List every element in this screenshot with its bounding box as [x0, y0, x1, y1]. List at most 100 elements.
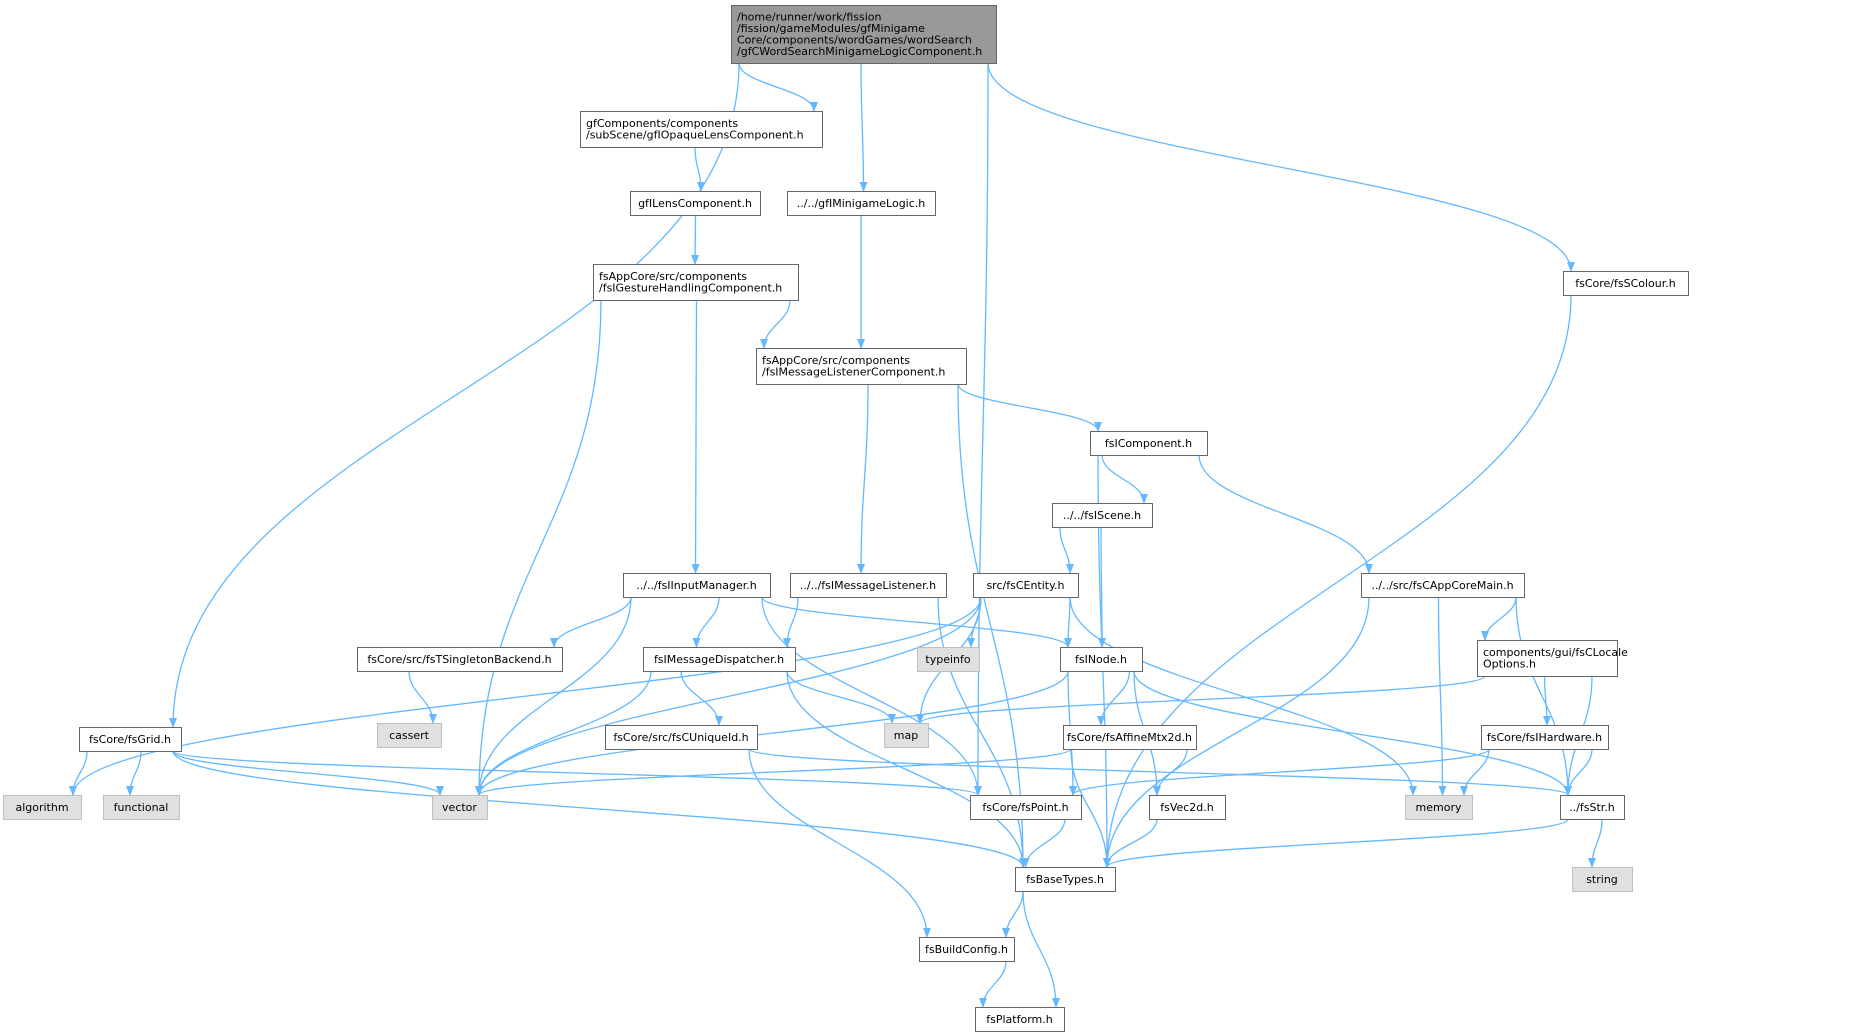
node-root[interactable]: /home/runner/work/fission/fission/gameMo…: [731, 5, 997, 64]
node-lens[interactable]: gfILensComponent.h: [630, 191, 761, 216]
edge-centity-to-inode: [1064, 596, 1073, 648]
node-platform[interactable]: fsPlatform.h: [975, 1007, 1065, 1032]
edge-str-to-basetypes: [1103, 818, 1569, 868]
node-msg_dispatcher[interactable]: fsIMessageDispatcher.h: [643, 647, 796, 672]
edge-grid-to-algorithm: [69, 750, 88, 796]
node-buildconfig[interactable]: fsBuildConfig.h: [919, 937, 1015, 962]
node-box: [917, 647, 980, 672]
node-label: fsAppCore/src/components: [762, 354, 910, 367]
edge-uniqueid-to-str: [748, 748, 1572, 796]
edge-input_manager-to-inode: [761, 596, 1072, 648]
edge-opaque_lens-to-lens: [694, 146, 705, 192]
node-minigame_logic[interactable]: ../../gfIMinigameLogic.h: [787, 191, 936, 216]
node-box: [580, 111, 823, 148]
edge-inode-to-affine: [1097, 670, 1131, 726]
node-map: map: [884, 723, 929, 748]
node-box: [432, 795, 488, 820]
node-msg_listener[interactable]: ../../fsIMessageListener.h: [790, 573, 947, 598]
node-label: gfILensComponent.h: [638, 197, 752, 210]
node-memory: memory: [1405, 795, 1473, 820]
edge-icomponent-to-iscene: [1101, 454, 1148, 504]
node-label: fsCore/src/fsCUniqueId.h: [613, 731, 748, 744]
node-string: string: [1572, 867, 1633, 892]
edge-str-to-string: [1588, 818, 1603, 868]
node-label: /fsIGestureHandlingComponent.h: [599, 282, 782, 295]
node-msg_listener_comp[interactable]: fsAppCore/src/components/fsIMessageListe…: [756, 348, 967, 385]
edge-icomponent-to-appcoremain: [1198, 454, 1373, 574]
node-affine[interactable]: fsCore/fsAffineMtx2d.h: [1063, 725, 1197, 750]
edge-grid-to-functional: [126, 750, 142, 796]
edge-input_manager-to-vector: [475, 596, 632, 796]
node-appcoremain[interactable]: ../../src/fsCAppCoreMain.h: [1361, 573, 1525, 598]
edge-appcoremain-to-memory: [1437, 596, 1447, 796]
node-box: [1052, 503, 1153, 528]
edge-centity-to-vector: [475, 596, 982, 796]
node-box: [103, 795, 180, 820]
node-label: fsBaseTypes.h: [1026, 873, 1104, 886]
node-label: fsAppCore/src/components: [599, 270, 747, 283]
node-vec2d[interactable]: fsVec2d.h: [1149, 795, 1226, 820]
edge-hardware-to-str: [1564, 748, 1593, 796]
node-box: [605, 725, 758, 750]
node-label: gfComponents/components: [586, 117, 738, 130]
node-str[interactable]: ../fsStr.h: [1560, 795, 1625, 820]
edge-msg_dispatcher-to-basetypes: [786, 670, 1027, 868]
node-box: [975, 1007, 1065, 1032]
edge-scolour-to-basetypes: [1103, 294, 1572, 868]
node-box: [1481, 725, 1609, 750]
node-box: [731, 5, 997, 64]
edge-gesture-to-vector: [475, 299, 602, 796]
edge-appcoremain-to-locale: [1481, 596, 1517, 641]
node-singleton[interactable]: fsCore/src/fsTSingletonBackend.h: [357, 647, 563, 672]
node-box: [1060, 647, 1143, 672]
node-box: [1560, 795, 1625, 820]
edge-root-to-point: [974, 62, 989, 796]
node-gesture[interactable]: fsAppCore/src/components/fsIGestureHandl…: [593, 264, 799, 301]
node-label: fsINode.h: [1075, 653, 1127, 666]
edge-msg_dispatcher-to-map: [786, 670, 896, 724]
edge-appcoremain-to-basetypes: [1103, 596, 1370, 868]
node-icomponent[interactable]: fsIComponent.h: [1090, 431, 1208, 456]
node-label: Options.h: [1483, 658, 1536, 671]
node-inode[interactable]: fsINode.h: [1060, 647, 1143, 672]
node-uniqueid[interactable]: fsCore/src/fsCUniqueId.h: [605, 725, 758, 750]
edge-hardware-to-point: [1069, 748, 1490, 796]
node-label: src/fsCEntity.h: [986, 579, 1064, 592]
edge-centity-to-algorithm: [69, 596, 982, 796]
edge-input_manager-to-singleton: [550, 596, 632, 648]
node-opaque_lens[interactable]: gfComponents/components/subScene/gfIOpaq…: [580, 111, 823, 148]
edge-inode-to-vector: [475, 670, 1069, 796]
node-hardware[interactable]: fsCore/fsIHardware.h: [1481, 725, 1609, 750]
edge-buildconfig-to-platform: [979, 960, 1007, 1008]
node-input_manager[interactable]: ../../fsIInputManager.h: [623, 573, 771, 598]
node-box: [1015, 867, 1116, 892]
edge-root-to-scolour: [987, 62, 1575, 272]
node-grid[interactable]: fsCore/fsGrid.h: [79, 727, 182, 752]
node-label: fsBuildConfig.h: [925, 943, 1008, 956]
node-label: ../../gfIMinigameLogic.h: [797, 197, 926, 210]
node-label: fsCore/fsPoint.h: [982, 801, 1068, 814]
node-label: /fsIMessageListenerComponent.h: [762, 366, 945, 379]
node-iscene[interactable]: ../../fsIScene.h: [1052, 503, 1153, 528]
edge-root-to-grid: [169, 62, 740, 728]
node-box: [623, 573, 771, 598]
node-scolour[interactable]: fsCore/fsSColour.h: [1563, 271, 1689, 296]
node-centity[interactable]: src/fsCEntity.h: [973, 573, 1079, 598]
node-box: [1563, 271, 1689, 296]
edges-layer: [69, 62, 1603, 1008]
node-box: [756, 348, 967, 385]
node-box: [973, 573, 1079, 598]
node-point[interactable]: fsCore/fsPoint.h: [970, 795, 1082, 820]
node-functional: functional: [103, 795, 180, 820]
node-label: fsPlatform.h: [986, 1013, 1052, 1026]
node-basetypes[interactable]: fsBaseTypes.h: [1015, 867, 1116, 892]
edge-iscene-to-inode: [1097, 526, 1106, 648]
edge-point-to-basetypes: [1021, 818, 1066, 868]
node-label: fsIMessageDispatcher.h: [654, 653, 784, 666]
node-label: fsCore/fsAffineMtx2d.h: [1067, 731, 1192, 744]
node-label: fsCore/fsSColour.h: [1575, 277, 1676, 290]
node-box: [790, 573, 947, 598]
node-label: fsCore/fsIHardware.h: [1487, 731, 1602, 744]
